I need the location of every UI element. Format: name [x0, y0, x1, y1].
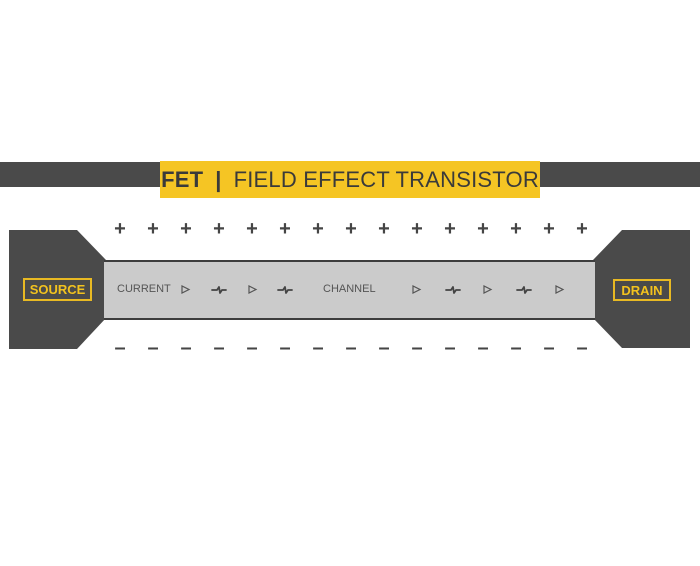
- plus-sign: +: [279, 218, 291, 240]
- triangle-arrow-icon: [181, 285, 191, 294]
- plus-sign: +: [114, 218, 126, 240]
- minus-sign: –: [312, 337, 324, 359]
- plus-sign: +: [477, 218, 489, 240]
- triangle-arrow-icon: [555, 285, 565, 294]
- title-full-name: FIELD EFFECT TRANSISTOR: [233, 166, 539, 192]
- plus-sign: +: [378, 218, 390, 240]
- drain-terminal: [593, 230, 690, 348]
- plus-sign: +: [312, 218, 324, 240]
- minus-sign: –: [345, 337, 357, 359]
- plus-sign: +: [213, 218, 225, 240]
- minus-sign: –: [114, 337, 126, 359]
- electron-icon: [445, 286, 461, 294]
- source-label: SOURCE: [23, 278, 92, 301]
- minus-sign: –: [576, 337, 588, 359]
- minus-sign: –: [477, 337, 489, 359]
- triangle-arrow-icon: [483, 285, 493, 294]
- channel-label: CHANNEL: [323, 283, 376, 295]
- plus-sign: +: [576, 218, 588, 240]
- minus-sign: –: [147, 337, 159, 359]
- electron-icon: [211, 286, 227, 294]
- channel-bar: [104, 260, 595, 320]
- minus-sign: –: [444, 337, 456, 359]
- plus-sign: +: [543, 218, 555, 240]
- plus-sign: +: [411, 218, 423, 240]
- minus-sign: –: [180, 337, 192, 359]
- triangle-arrow-icon: [412, 285, 422, 294]
- minus-sign: –: [411, 337, 423, 359]
- minus-sign: –: [246, 337, 258, 359]
- drain-label: DRAIN: [613, 279, 671, 301]
- current-label: CURRENT: [117, 283, 171, 295]
- plus-sign: +: [444, 218, 456, 240]
- minus-sign: –: [279, 337, 291, 359]
- plus-sign: +: [510, 218, 522, 240]
- title-separator: |: [215, 166, 222, 192]
- title-banner: FET | FIELD EFFECT TRANSISTOR: [160, 161, 540, 198]
- triangle-arrow-icon: [248, 285, 258, 294]
- electron-icon: [516, 286, 532, 294]
- electron-icon: [277, 286, 293, 294]
- minus-sign: –: [543, 337, 555, 359]
- plus-sign: +: [180, 218, 192, 240]
- plus-sign: +: [147, 218, 159, 240]
- plus-sign: +: [246, 218, 258, 240]
- title-abbreviation: FET: [161, 166, 204, 192]
- minus-sign: –: [213, 337, 225, 359]
- minus-sign: –: [510, 337, 522, 359]
- minus-sign: –: [378, 337, 390, 359]
- source-terminal: [9, 230, 106, 349]
- plus-sign: +: [345, 218, 357, 240]
